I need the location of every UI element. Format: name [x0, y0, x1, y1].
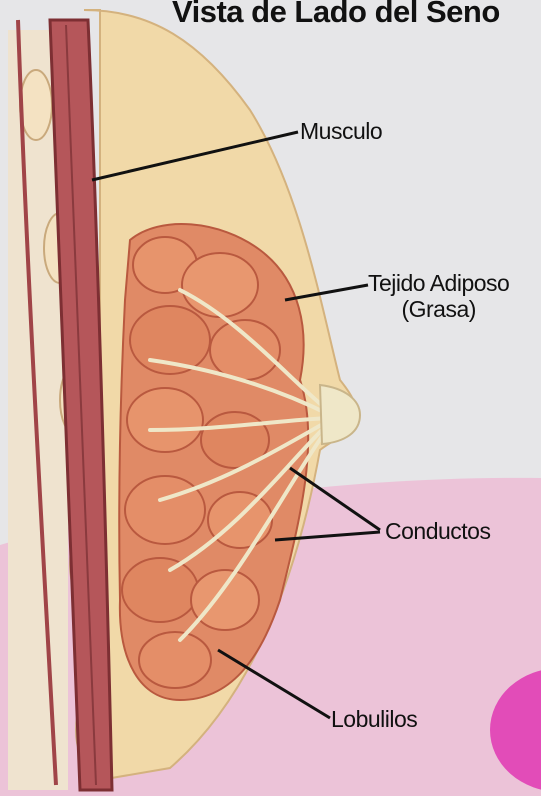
label-musculo: Musculo — [300, 118, 382, 144]
label-tejido-line1: Tejido Adiposo — [368, 270, 509, 296]
diagram-title: Vista de Lado del Seno — [172, 0, 500, 30]
label-conductos: Conductos — [385, 518, 490, 544]
label-tejido-adiposo: Tejido Adiposo (Grasa) — [368, 270, 509, 323]
label-tejido-line2: (Grasa) — [368, 296, 509, 322]
nipple — [320, 385, 360, 444]
label-lobulillos: Lobulilos — [331, 706, 417, 732]
